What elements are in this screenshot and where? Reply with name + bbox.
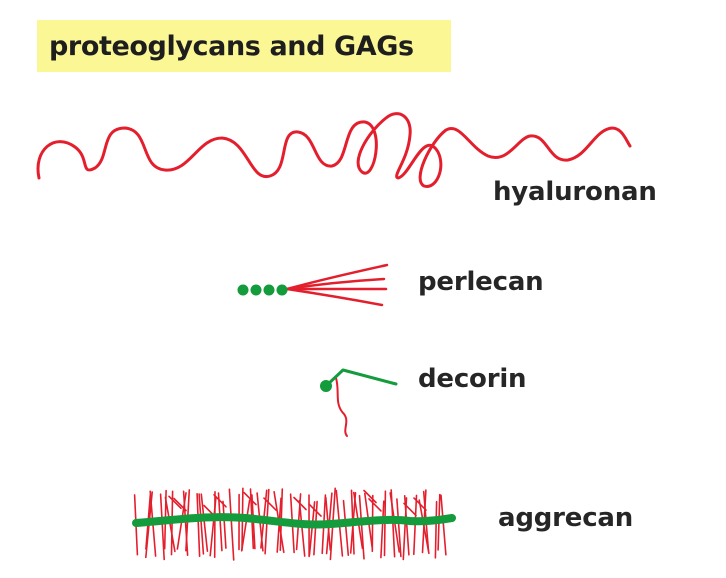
aggrecan-gag-bristle	[168, 495, 182, 510]
aggrecan-gag-bristle	[240, 499, 251, 552]
aggrecan-gag-bristle	[342, 499, 350, 557]
decorin-core-protein	[324, 368, 398, 388]
aggrecan-gag-bristle	[222, 500, 227, 549]
aggrecan-gag-bristle	[440, 494, 447, 556]
label-decorin: decorin	[418, 364, 527, 394]
title-highlight: proteoglycans and GAGs	[37, 20, 451, 72]
aggrecan-gag-bristle	[196, 492, 201, 558]
hyaluronan-chain	[36, 112, 632, 188]
aggrecan-gag-bristle	[396, 498, 402, 558]
aggrecan-gag-bristle	[380, 500, 385, 559]
aggrecan-gag-bristle	[308, 503, 322, 517]
page-title: proteoglycans and GAGs	[49, 30, 414, 62]
aggrecan-gag-bristle	[293, 496, 307, 511]
aggrecan-gag-bristle	[200, 493, 209, 553]
aggrecan-gag-bristle	[198, 493, 205, 555]
decorin-core-bead	[320, 380, 332, 392]
aggrecan-gag-bristle	[164, 496, 176, 553]
aggrecan-gag-bristle	[403, 502, 417, 517]
aggrecan-gag-bristle	[209, 497, 217, 557]
aggrecan-gag-bristle	[368, 498, 382, 512]
aggrecan-gag-bristle	[159, 493, 165, 561]
aggrecan-gag-bristle	[243, 491, 257, 506]
aggrecan-gag-bristle	[217, 492, 223, 552]
label-aggrecan: aggrecan	[498, 503, 634, 533]
label-perlecan: perlecan	[418, 267, 544, 297]
aggrecan-gag-bristle	[263, 497, 277, 511]
aggrecan-core-protein	[132, 513, 456, 529]
aggrecan-gag-bristle	[434, 500, 438, 559]
aggrecan-gag-bristle	[363, 489, 377, 504]
perlecan-gag-chains	[285, 263, 389, 307]
decorin-gag-chain	[335, 377, 348, 437]
aggrecan-gag-bristle	[298, 499, 306, 557]
aggrecan-gag-bristle	[228, 488, 235, 561]
label-hyaluronan: hyaluronan	[493, 177, 657, 207]
aggrecan-gag-bristle	[358, 494, 365, 560]
aggrecan-gag-bristle	[308, 501, 316, 557]
perlecan-core-protein	[237, 284, 288, 296]
